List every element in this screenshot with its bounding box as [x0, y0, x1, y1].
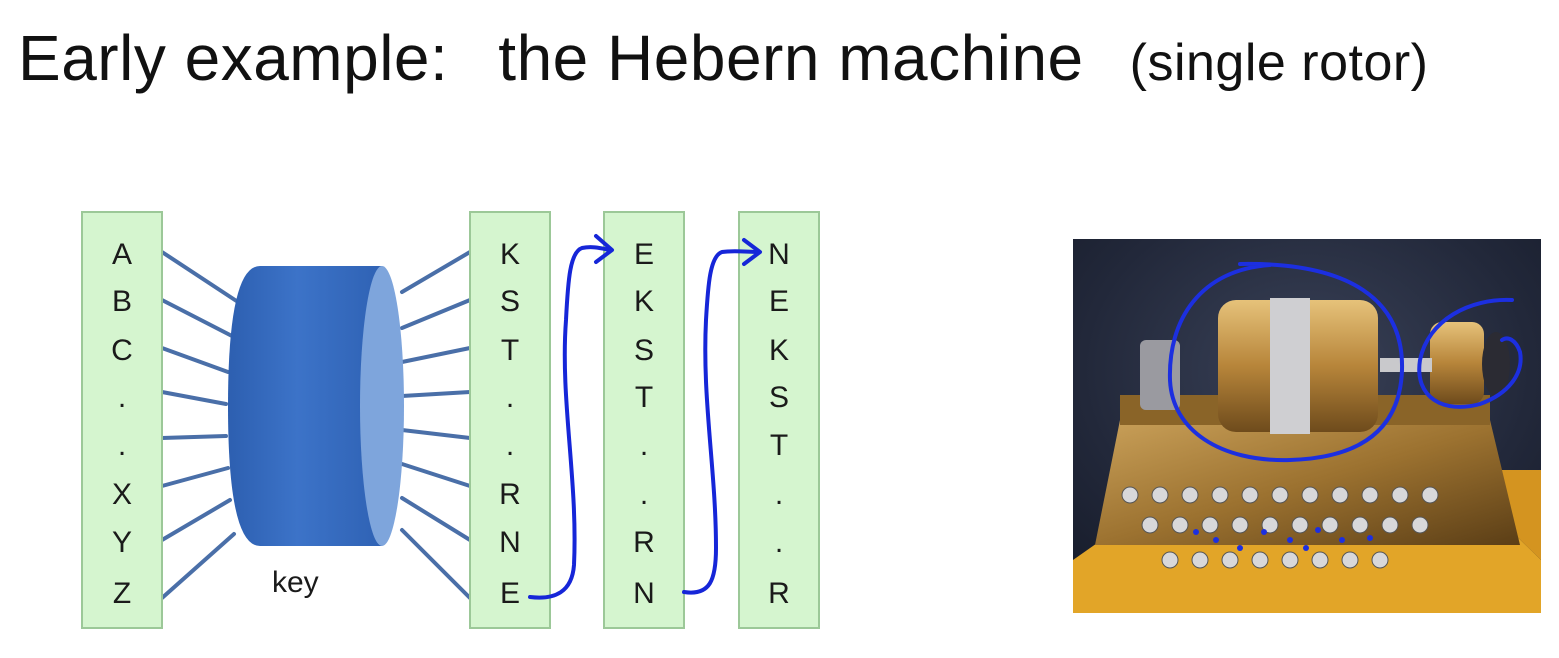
column-letter: .	[640, 478, 648, 511]
column-letter: R	[633, 526, 655, 559]
arrow-n-to-top	[682, 249, 760, 595]
column-letter: .	[775, 526, 783, 559]
column-letter: S	[769, 381, 789, 414]
hebern-photo	[1073, 239, 1541, 613]
annotation-circle-small-rotor	[1417, 297, 1523, 409]
column-rotor-output	[469, 211, 551, 629]
column-letter: T	[770, 429, 788, 462]
column-letter: .	[506, 429, 514, 462]
column-letter: S	[500, 285, 520, 318]
column-letter: R	[499, 478, 521, 511]
column-letter: A	[112, 238, 132, 271]
column-letter: R	[768, 577, 790, 610]
rotation-arrows	[528, 234, 762, 600]
arrow-head-1	[594, 234, 614, 264]
output-wires	[400, 250, 472, 600]
column-letter: N	[768, 238, 790, 271]
column-letter: B	[112, 285, 132, 318]
input-wires	[160, 250, 240, 600]
column-letter: E	[769, 285, 789, 318]
column-letter: T	[635, 381, 653, 414]
slide-title: Early example:the Hebern machine(single …	[18, 26, 1429, 90]
column-letter: K	[769, 334, 789, 367]
title-main: Early example:	[18, 22, 449, 94]
column-letter: E	[634, 238, 654, 271]
arrow-head-2	[742, 238, 762, 266]
column-letter: S	[634, 334, 654, 367]
column-letter: T	[501, 334, 519, 367]
column-letter: .	[118, 381, 126, 414]
column-letter: .	[640, 429, 648, 462]
column-letter: Y	[112, 526, 132, 559]
title-subtitle: (single rotor)	[1129, 34, 1429, 92]
column-letter: N	[499, 526, 521, 559]
column-letter: .	[506, 381, 514, 414]
letter-columns	[81, 211, 820, 629]
column-input	[81, 211, 163, 629]
arrow-e-to-top	[528, 245, 612, 600]
column-letter: C	[111, 334, 133, 367]
column-letter: .	[118, 429, 126, 462]
column-letter: K	[634, 285, 654, 318]
column-letter: Z	[113, 577, 131, 610]
title-machine: the Hebern machine	[498, 22, 1084, 94]
key-label: key	[272, 566, 319, 599]
rotor-cylinder	[228, 266, 404, 546]
annotation-circle-main-rotor	[1167, 261, 1405, 463]
column-shift-1	[603, 211, 685, 629]
column-letter: N	[633, 577, 655, 610]
column-letters: A B C . . X Y Z K S T . . R N E E K S T …	[111, 238, 790, 610]
column-letter: K	[500, 238, 520, 271]
column-letter: X	[112, 478, 132, 511]
column-letter: .	[775, 478, 783, 511]
column-letter: E	[500, 577, 520, 610]
column-shift-2	[738, 211, 820, 629]
